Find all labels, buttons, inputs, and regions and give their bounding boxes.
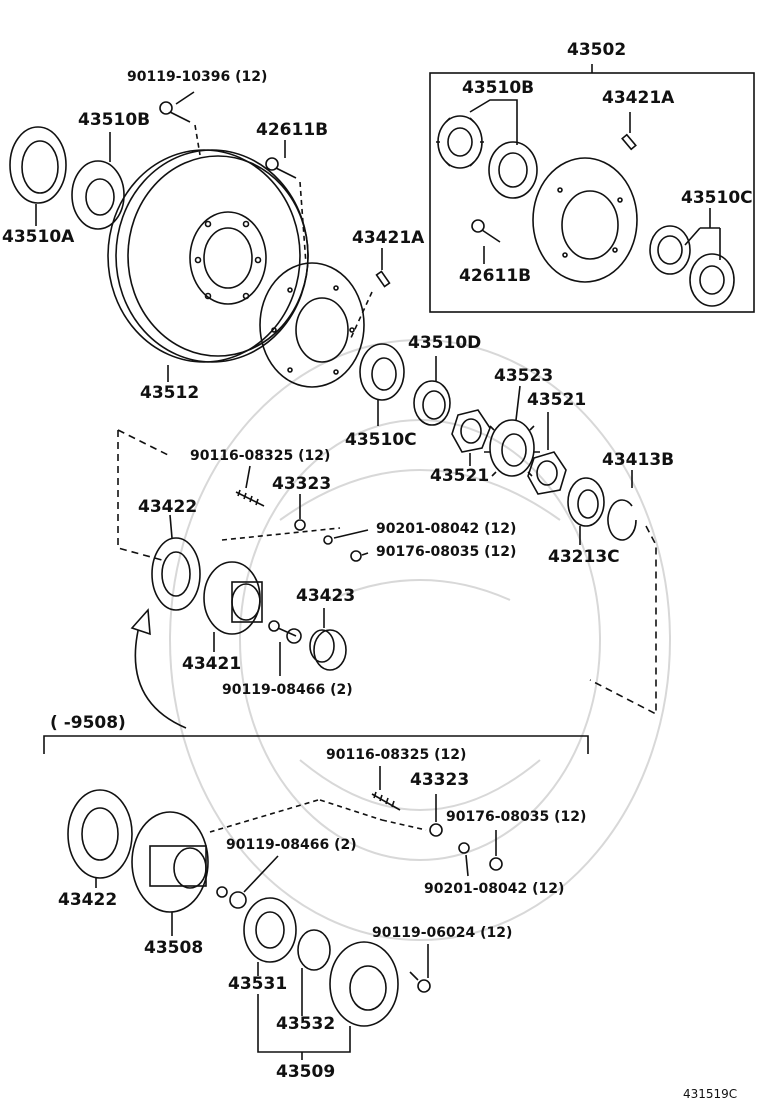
label-43510C: 43510C <box>345 430 417 450</box>
label-43510A: 43510A <box>2 227 75 247</box>
label-43521-a: 43521 <box>430 466 490 486</box>
o-ring-43532[interactable] <box>297 929 331 971</box>
bolt-42611B[interactable] <box>265 157 297 179</box>
washer-90201-08042-a[interactable] <box>323 535 333 545</box>
gasket-43422-b[interactable] <box>67 789 133 879</box>
label-43421: 43421 <box>182 654 242 674</box>
label-43509: 43509 <box>276 1062 336 1082</box>
gasket-43422-a[interactable] <box>151 537 201 611</box>
bolt-90119-10396[interactable] <box>159 101 191 123</box>
label-43508: 43508 <box>144 938 204 958</box>
label-90176-08035-a: 90176-08035 (12) <box>376 544 517 560</box>
seal-43213C[interactable] <box>567 477 605 527</box>
label-90119-10396: 90119-10396 (12) <box>127 69 268 85</box>
leader-line <box>333 529 369 539</box>
kit-bearing-43510B[interactable] <box>436 115 538 199</box>
drive-flange-43421[interactable] <box>203 561 263 635</box>
snap-ring-43413B[interactable] <box>607 499 637 541</box>
kit-pin-43421A[interactable] <box>621 133 637 151</box>
range-note: ( -9508) <box>50 713 126 733</box>
kit-disc-hub[interactable] <box>532 157 638 283</box>
hub-cap-43423[interactable] <box>309 629 347 671</box>
bracket-43509 <box>257 994 351 1060</box>
nut-90176-08035-b[interactable] <box>489 857 503 871</box>
label-90116-08325-b: 90116-08325 (12) <box>326 747 467 763</box>
label-43323-a: 43323 <box>272 474 332 494</box>
diagram-code: 431519C <box>683 1087 738 1101</box>
label-90119-06024: 90119-06024 (12) <box>372 925 513 941</box>
nut-43521-b[interactable] <box>527 451 567 495</box>
leader-line <box>469 99 518 145</box>
leader-line <box>361 552 369 556</box>
washer-90201-08042-b[interactable] <box>458 842 470 854</box>
hub-cover[interactable] <box>329 941 399 1027</box>
leader-line <box>684 208 721 260</box>
leader-line <box>465 854 469 877</box>
label-43423: 43423 <box>296 586 356 606</box>
kit-bolt-42611B[interactable] <box>471 219 501 243</box>
stud-90116-08325-a[interactable] <box>235 489 265 507</box>
curved-arrow <box>134 621 187 729</box>
leader-line <box>169 514 173 539</box>
label-43421A: 43421A <box>352 228 425 248</box>
dashed-guide <box>209 799 427 833</box>
label-43413B: 43413B <box>602 450 675 470</box>
label-90201-08042-b: 90201-08042 (12) <box>424 881 565 897</box>
label-43510C-kit: 43510C <box>681 188 753 208</box>
bolt-90119-08466-a[interactable] <box>268 620 302 644</box>
label-43323-b: 43323 <box>410 770 470 790</box>
brake-disc-43512[interactable] <box>107 149 309 363</box>
label-43422-a: 43422 <box>138 497 198 517</box>
nut-43323-a[interactable] <box>294 519 306 531</box>
leader-line <box>243 855 279 893</box>
bearing-43510C[interactable] <box>359 343 405 401</box>
label-43421A-kit: 43421A <box>602 88 675 108</box>
leader-line <box>245 465 251 489</box>
lock-washer-43523[interactable] <box>484 419 540 477</box>
flange-plate-43531[interactable] <box>243 897 297 963</box>
stud-90116-08325-b[interactable] <box>371 791 401 811</box>
pin-43421A[interactable] <box>375 270 391 288</box>
nut-43323-b[interactable] <box>429 823 443 837</box>
nut-90176-08035-a[interactable] <box>350 550 362 562</box>
label-90119-08466-a: 90119-08466 (2) <box>222 682 353 698</box>
hub-flange[interactable] <box>259 262 365 388</box>
leader-line <box>515 385 521 421</box>
label-90119-08466-b: 90119-08466 (2) <box>226 837 357 853</box>
bearing-43510B[interactable] <box>71 160 125 230</box>
label-43521-b: 43521 <box>527 390 587 410</box>
bolt-90119-06024[interactable] <box>409 971 431 993</box>
label-43512: 43512 <box>140 383 200 403</box>
label-43510D: 43510D <box>408 333 482 353</box>
dashed-guide <box>117 429 657 716</box>
label-43510B-kit: 43510B <box>462 78 535 98</box>
label-43531: 43531 <box>228 974 288 994</box>
label-43213C: 43213C <box>548 547 620 567</box>
bracket-9508 <box>43 735 589 754</box>
drive-flange-43508[interactable] <box>131 811 209 913</box>
label-43422-b: 43422 <box>58 890 118 910</box>
nut-43521-a[interactable] <box>451 409 491 453</box>
label-90116-08325-a: 90116-08325 (12) <box>190 448 331 464</box>
dashed-guide <box>221 527 341 541</box>
dashed-guide <box>299 181 307 265</box>
label-42611B-kit: 42611B <box>459 266 532 286</box>
bolt-90119-08466-b[interactable] <box>216 886 247 909</box>
label-90176-08035-b: 90176-08035 (12) <box>446 809 587 825</box>
label-43523: 43523 <box>494 366 554 386</box>
label-43510B: 43510B <box>78 110 151 130</box>
label-43502: 43502 <box>567 40 627 60</box>
label-42611B: 42611B <box>256 120 329 140</box>
label-90201-08042-a: 90201-08042 (12) <box>376 521 517 537</box>
label-43532: 43532 <box>276 1014 336 1034</box>
arrow-head <box>130 608 151 636</box>
kit-bearing-43510C[interactable] <box>649 225 735 307</box>
oil-seal-43510A[interactable] <box>9 126 67 204</box>
leader-line <box>175 91 195 105</box>
washer-43510D[interactable] <box>413 380 451 426</box>
